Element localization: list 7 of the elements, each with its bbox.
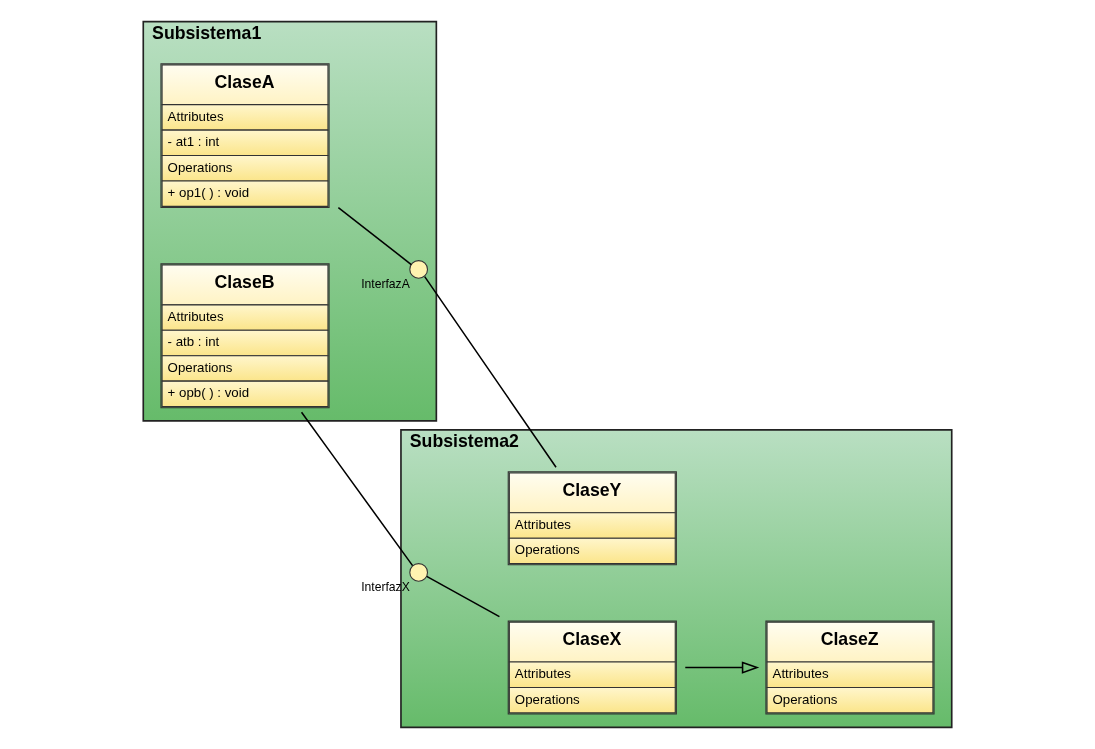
node-label: InterfazA: [361, 277, 410, 292]
node-circle: [409, 260, 429, 279]
connector: [423, 275, 557, 468]
connector: [337, 206, 413, 266]
arrow: [684, 661, 760, 674]
node-circle: [409, 563, 429, 582]
connector: [425, 575, 501, 618]
